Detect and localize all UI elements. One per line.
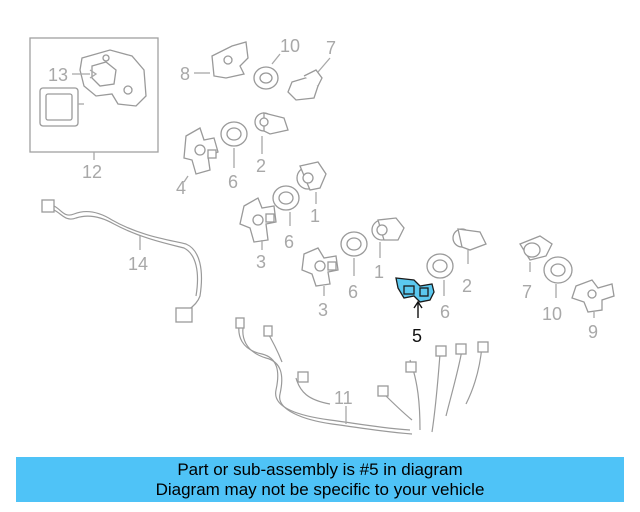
callout-3-a: 3: [256, 252, 266, 272]
callout-2-b: 2: [462, 276, 472, 296]
callout-5: 5: [412, 326, 422, 346]
wire-harness-part-14: [41, 199, 203, 323]
sensor-part-1-b: [371, 217, 405, 241]
callout-9: 9: [588, 322, 598, 342]
callout-8: 8: [180, 64, 190, 84]
wire-harness-part-11: [235, 317, 489, 435]
retainer-part-9: [571, 279, 615, 313]
holder-part-7: [287, 69, 323, 101]
callout-2-a: 2: [256, 156, 266, 176]
callout-6-d: 6: [440, 302, 450, 322]
retainer-part-3-b: [301, 247, 339, 287]
callout-3-b: 3: [318, 300, 328, 320]
callout-7-b: 7: [522, 282, 532, 302]
banner-line-2: Diagram may not be specific to your vehi…: [155, 480, 485, 499]
bracket-part-8: [211, 41, 249, 79]
grommet-part-6-d: [426, 253, 454, 279]
callout-11: 11: [334, 388, 353, 408]
callout-7-top: 7: [326, 38, 336, 58]
grommet-part-6-a: [220, 121, 248, 147]
retainer-part-4: [183, 127, 219, 175]
grommet-part-6-b: [272, 185, 300, 211]
callout-10-top: 10: [280, 36, 300, 56]
callout-6-b: 6: [284, 232, 294, 252]
info-banner: Part or sub-assembly is #5 in diagram Di…: [16, 457, 624, 502]
retainer-part-3-a: [239, 197, 277, 243]
callout-12: 12: [82, 162, 102, 182]
callout-1-b: 1: [374, 262, 384, 282]
retainer-part-5-highlighted: [395, 277, 435, 303]
sensor-part-2-b: [452, 228, 487, 251]
grommet-part-6-c: [340, 231, 368, 257]
holder-part-7-b: [519, 235, 553, 261]
banner-line-1: Part or sub-assembly is #5 in diagram: [177, 460, 463, 479]
callout-6-c: 6: [348, 282, 358, 302]
module-box: [29, 37, 159, 153]
control-module-part: [39, 87, 84, 127]
ring-part-10: [253, 66, 279, 90]
callout-4: 4: [176, 178, 186, 198]
callout-1-a: 1: [310, 206, 320, 226]
sensor-part-2-a: [254, 112, 289, 135]
ring-part-10-b: [543, 256, 573, 284]
callout-13: 13: [48, 65, 68, 85]
callout-6-a: 6: [228, 172, 238, 192]
callout-10-b: 10: [542, 304, 562, 324]
parts-diagram: 13 12 8 10 7 4 6 2: [29, 36, 615, 435]
module-bracket-part-13: [79, 49, 147, 107]
callout-14: 14: [128, 254, 148, 274]
sensor-part-1-a: [296, 161, 327, 191]
